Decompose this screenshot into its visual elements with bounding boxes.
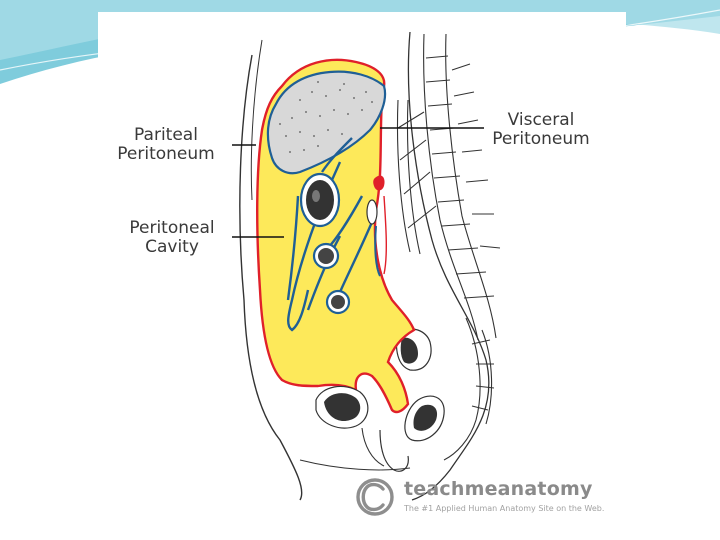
body-outline xyxy=(239,54,303,501)
label-pariteal-line1: Pariteal xyxy=(134,125,198,145)
label-pariteal-peritoneum: Pariteal Peritoneum xyxy=(105,126,227,164)
pelvic-bones xyxy=(395,327,445,442)
label-cavity-line1: Peritoneal xyxy=(129,218,215,238)
label-visceral-peritoneum: Visceral Peritoneum xyxy=(480,111,602,149)
body-outline-inner xyxy=(250,39,263,201)
transverse-colon xyxy=(312,242,340,270)
small-intestine xyxy=(325,289,351,315)
thigh-outline xyxy=(299,459,411,471)
vertebral-column xyxy=(396,33,501,461)
label-peritoneal-cavity: Peritoneal Cavity xyxy=(113,219,231,257)
label-visceral-line1: Visceral xyxy=(507,110,575,130)
watermark-tagline: The #1 Applied Human Anatomy Site on the… xyxy=(404,504,605,513)
label-cavity-line2: Cavity xyxy=(145,237,199,257)
label-pariteal-line2: Peritoneum xyxy=(117,144,215,164)
copyright-emblem xyxy=(356,478,394,516)
stomach xyxy=(299,172,341,228)
liver xyxy=(266,70,387,175)
liver-stipple xyxy=(279,81,373,153)
label-visceral-line2: Peritoneum xyxy=(492,129,590,149)
leader-lines xyxy=(232,127,484,238)
bladder xyxy=(315,385,409,472)
retroperitoneal-vessels xyxy=(366,175,388,277)
watermark-brand: teachmeanatomy xyxy=(404,478,593,500)
